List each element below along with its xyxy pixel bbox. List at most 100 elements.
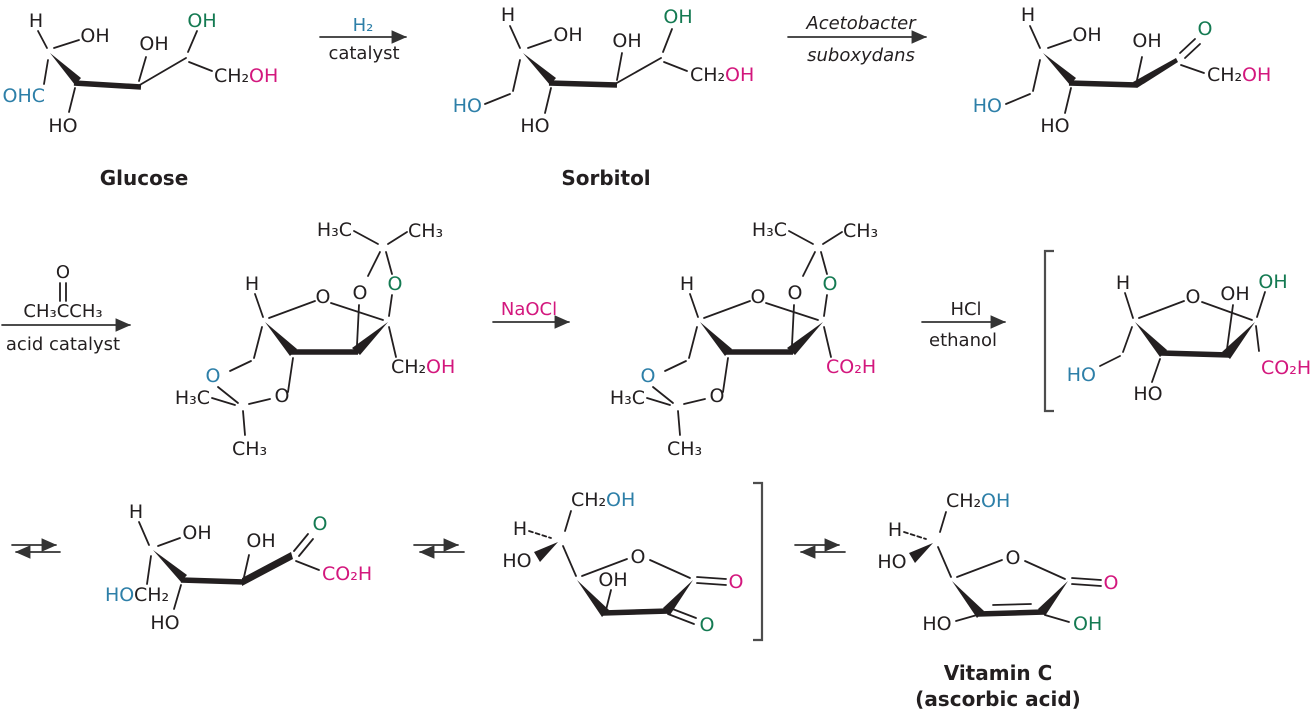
ketoacid-keto-o-label: O	[313, 513, 328, 535]
lactone-o-pink-label: O	[729, 571, 744, 593]
lactone-ch2-label: CH₂	[571, 489, 606, 511]
ketal-ch3-top-label: CH₃	[408, 220, 443, 242]
oxidation-arrow: NaOCl	[492, 299, 570, 329]
ketal-h3c-left-label: H₃C	[175, 387, 210, 409]
vitamin-c-structure: CH₂ OH H HO O O HO OH Vitamin C (ascorbi…	[877, 490, 1118, 711]
keto-acid-bonds	[138, 521, 320, 610]
sorbose-ch2-label: CH₂	[1207, 64, 1242, 86]
vitc-oh-blue-label: OH	[981, 490, 1010, 512]
glucose-oh-label: OH	[80, 25, 109, 47]
vitamin-c-caption-line2: (ascorbic acid)	[915, 687, 1081, 711]
bracketed-diol-bonds	[1099, 291, 1266, 383]
sorbose-ho-label: HO	[1040, 115, 1069, 137]
sorbitol-ch2-label: CH₂	[690, 64, 725, 86]
diol-oh-green-label: OH	[1258, 271, 1287, 293]
acid-co2h-label: CO₂H	[826, 356, 876, 378]
acid-ch3-top-label: CH₃	[843, 220, 878, 242]
ketal-ch3-bottom-label: CH₃	[232, 438, 267, 460]
lactone-oh-c3-label: OH	[598, 569, 627, 591]
ketoacid-ch2-label: CH₂	[134, 584, 169, 606]
acid-h3c-left-label: H₃C	[610, 387, 645, 409]
sorbose-h-label: H	[1021, 4, 1035, 26]
lactone-ring-o-label: O	[631, 546, 646, 568]
lactone-h-label: H	[513, 518, 527, 540]
ketal-o-top-label: O	[353, 282, 368, 304]
acid-h3c-top-label: H₃C	[752, 219, 787, 241]
hydrogenation-condition-label: catalyst	[328, 43, 399, 64]
sorbitol-bonds	[484, 25, 688, 114]
vitc-ho-wedge-label: HO	[877, 551, 906, 573]
acid-o-top-label: O	[788, 282, 803, 304]
acid-ring-o-label: O	[751, 286, 766, 308]
sorbitol-ho-head-label: HO	[453, 95, 482, 117]
vitc-h-label: H	[888, 519, 902, 541]
diol-ho-label: HO	[1133, 383, 1162, 405]
sorbose-oh-tail-label: OH	[1242, 64, 1271, 86]
sorbose-oh-label: OH	[1072, 24, 1101, 46]
sorbitol-ho-label: HO	[520, 115, 549, 137]
ketoacid-oh-label: OH	[182, 522, 211, 544]
sorbitol-structure: H HO OH HO OH OH CH₂ OH Sorbitol	[453, 4, 755, 190]
left-bracket	[1043, 249, 1054, 413]
glucose-ch2-label: CH₂	[214, 65, 249, 87]
vitamin-c-caption-line1: Vitamin C	[944, 661, 1053, 685]
acid-o-green-label: O	[823, 273, 838, 295]
sorbose-ho-head-label: HO	[973, 95, 1002, 117]
equilibrium-arrow-3	[794, 538, 846, 559]
ketoacid-ho-blue-label: HO	[105, 584, 134, 606]
hydrolysis-reagent-label: HCl	[950, 299, 981, 320]
glucose-oh2-label: OH	[139, 33, 168, 55]
hydrolysis-condition-label: ethanol	[929, 330, 997, 351]
glucose-caption: Glucose	[100, 166, 189, 190]
fermentation-organism-line2: suboxydans	[807, 45, 915, 66]
ketal-ch2-label: CH₂	[391, 356, 426, 378]
acetone-o-label: O	[56, 262, 70, 283]
diol-ring-o-label: O	[1186, 286, 1201, 308]
acetonation-arrow: O CH₃CCH₃ acid catalyst	[1, 262, 131, 355]
sorbitol-h-label: H	[501, 4, 515, 26]
ketal-h-label: H	[245, 273, 259, 295]
ketoacid-ho-label: HO	[150, 612, 179, 634]
sorbitol-oh-label: OH	[553, 24, 582, 46]
diacetone-ketal-bonds	[212, 231, 407, 435]
acid-h-label: H	[680, 273, 694, 295]
diol-oh-label: OH	[1220, 283, 1249, 305]
vitamin-c-bonds	[903, 511, 1102, 623]
hydrogenation-arrow: H₂ catalyst	[319, 15, 407, 64]
equilibrium-arrow-1	[11, 538, 61, 559]
ketal-h3c-top-label: H₃C	[317, 219, 352, 241]
glucose-ohc-label: OHC	[2, 85, 45, 107]
fermentation-arrow: Acetobacter suboxydans	[787, 13, 927, 66]
lactone-oh-blue-label: OH	[606, 489, 635, 511]
right-bracket	[753, 481, 764, 642]
vitc-ring-o-label: O	[1006, 547, 1021, 569]
acetonation-condition-label: acid catalyst	[6, 334, 120, 355]
lactone-bonds	[528, 510, 727, 625]
lactone-ho-label: HO	[502, 550, 531, 572]
vitc-ho-enediol-label: HO	[922, 613, 951, 635]
glucose-oh-tail-label: OH	[249, 65, 278, 87]
sorbose-structure: H HO OH HO OH O CH₂ OH	[973, 4, 1272, 137]
sorbitol-oh3-label: OH	[663, 6, 692, 28]
acetone-formula-label: CH₃CCH₃	[23, 301, 102, 322]
glucose-ho-label: HO	[48, 115, 77, 137]
bracketed-lactone-structure: CH₂ OH H HO O OH O O	[502, 481, 764, 642]
glucose-structure: H OHC OH HO OH OH CH₂ OH Glucose	[2, 10, 278, 190]
vitc-oh-enediol-label: OH	[1073, 613, 1102, 635]
sorbitol-caption: Sorbitol	[561, 166, 650, 190]
hydrogenation-reagent-label: H₂	[353, 15, 374, 36]
oxidation-reagent-label: NaOCl	[501, 299, 557, 320]
acid-ch3-bottom-label: CH₃	[667, 438, 702, 460]
sorbose-bonds	[1005, 25, 1205, 114]
lactone-o-green-label: O	[700, 614, 715, 636]
fermentation-organism-line1: Acetobacter	[805, 13, 917, 34]
diol-co2h-label: CO₂H	[1261, 357, 1311, 379]
diol-ho-blue-label: HO	[1067, 364, 1096, 386]
diacetone-acid-structure: H₃C CH₃ O O O H O H₃C O CH₃ CO₂H	[610, 219, 878, 460]
ketal-o-blue-label: O	[206, 365, 221, 387]
ketal-o-bottom-label: O	[275, 385, 290, 407]
diacetone-ketal-structure: H₃C CH₃ O O O H O H₃C O CH₃ CH₂ OH	[175, 219, 455, 460]
sorbose-oh2-label: OH	[1132, 30, 1161, 52]
ketoacid-h-label: H	[129, 501, 143, 523]
